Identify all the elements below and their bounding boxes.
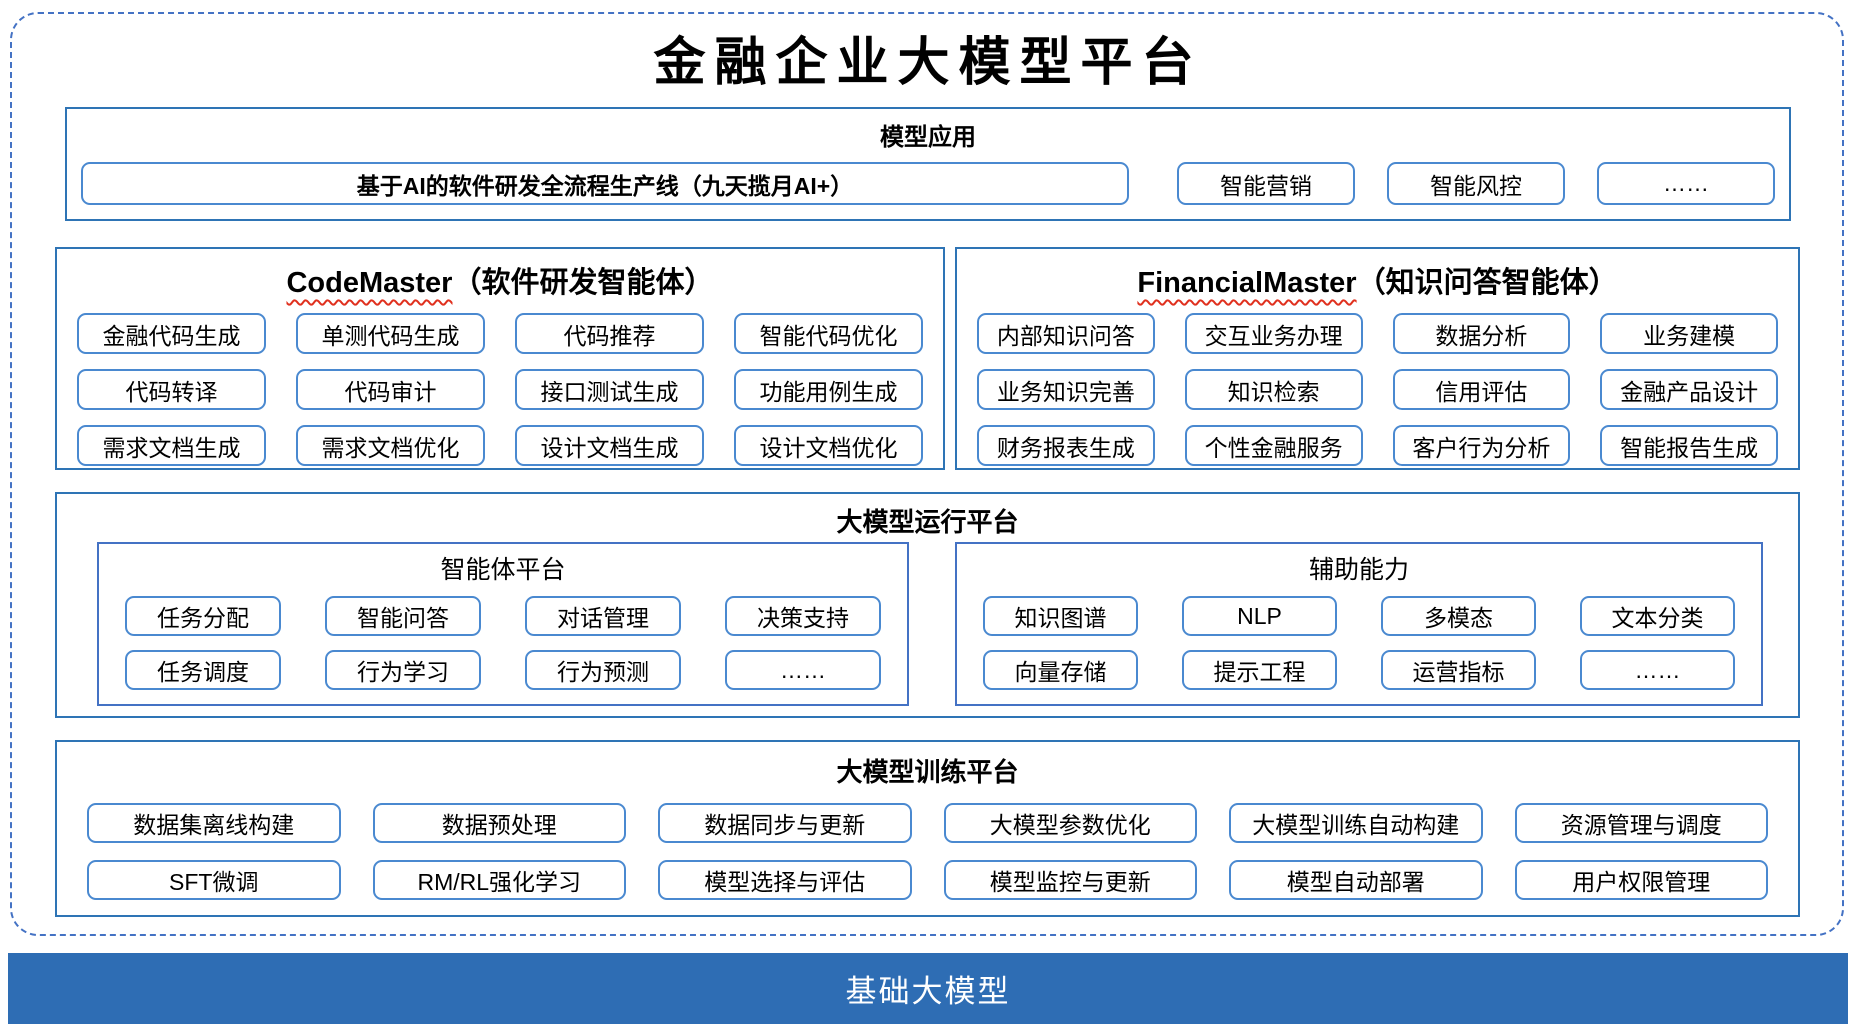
item-box: 客户行为分析 [1392,425,1571,466]
code-master-grid: 金融代码生成 单测代码生成 代码推荐 智能代码优化 代码转译 代码审计 接口测试… [57,301,943,466]
agent-platform-grid: 任务分配 智能问答 对话管理 决策支持 任务调度 行为学习 行为预测 …… [99,586,907,690]
foundation-model-bar: 基础大模型 [8,953,1848,1024]
subsection-title-agent-platform: 智能体平台 [440,556,566,584]
item-box: 数据集离线构建 [87,803,341,843]
item-box: 需求文档生成 [77,425,266,466]
item-box: 大模型训练自动构建 [1229,803,1483,843]
code-master-subtitle: （软件研发智能体） [452,267,714,299]
section-title-code-master: CodeMaster（软件研发智能体） [57,249,943,301]
item-box: 信用评估 [1392,369,1571,410]
financial-master-subtitle: （知识问答智能体） [1356,267,1618,299]
item-box: 多模态 [1381,596,1536,636]
item-box: 智能报告生成 [1600,425,1778,466]
section-model-applications: 模型应用 基于AI的软件研发全流程生产线（九天揽月AI+） 智能营销 智能风控 … [65,107,1791,221]
item-box: 设计文档生成 [515,425,704,466]
item-box: 金融产品设计 [1600,369,1778,410]
aux-ability-grid: 知识图谱 NLP 多模态 文本分类 向量存储 提示工程 运营指标 …… [957,586,1761,690]
foundation-model-label: 基础大模型 [845,974,1011,1009]
section-code-master: CodeMaster（软件研发智能体） 金融代码生成 单测代码生成 代码推荐 智… [55,247,945,470]
outer-dashed-frame [10,12,1844,936]
section-title-financial-master: FinancialMaster（知识问答智能体） [957,249,1798,301]
section-runtime-platform: 大模型运行平台 智能体平台 任务分配 智能问答 对话管理 决策支持 任务调度 行… [55,492,1800,718]
financial-master-grid: 内部知识问答 交互业务办理 数据分析 业务建模 业务知识完善 知识检索 信用评估… [957,301,1798,466]
code-master-name: CodeMaster [286,267,453,299]
item-box: 用户权限管理 [1514,860,1768,900]
item-box: 智能代码优化 [734,313,923,354]
item-box: 向量存储 [983,650,1138,690]
item-box: 提示工程 [1182,650,1337,690]
item-box: 行为学习 [325,650,481,690]
item-box: NLP [1182,596,1337,636]
item-box: 任务分配 [125,596,281,636]
item-box: 单测代码生成 [296,313,485,354]
page-title: 金融企业大模型平台 [653,32,1203,93]
subsection-aux-ability: 辅助能力 知识图谱 NLP 多模态 文本分类 向量存储 提示工程 运营指标 …… [955,542,1763,706]
item-box: 决策支持 [725,596,881,636]
item-box: 知识检索 [1184,369,1363,410]
item-box: 模型监控与更新 [943,860,1197,900]
item-box: 设计文档优化 [734,425,923,466]
item-box: SFT微调 [87,860,341,900]
item-box: 功能用例生成 [734,369,923,410]
item-box: 代码转译 [77,369,266,410]
item-box: 业务建模 [1600,313,1778,354]
item-box: 智能问答 [325,596,481,636]
item-box: 业务知识完善 [977,369,1155,410]
section-title-model-applications: 模型应用 [880,124,976,151]
section-title-training-platform: 大模型训练平台 [836,757,1019,787]
item-box: 任务调度 [125,650,281,690]
item-box: 大模型参数优化 [943,803,1197,843]
item-box-smart-risk-control: 智能风控 [1387,162,1565,205]
item-box-ellipsis: …… [1580,650,1735,690]
item-box: 金融代码生成 [77,313,266,354]
item-box: 知识图谱 [983,596,1138,636]
item-box: 财务报表生成 [977,425,1155,466]
model-applications-row: 基于AI的软件研发全流程生产线（九天揽月AI+） 智能营销 智能风控 …… [67,152,1789,205]
item-box: 数据分析 [1392,313,1571,354]
item-box-smart-marketing: 智能营销 [1177,162,1355,205]
item-box: 对话管理 [525,596,681,636]
item-box-ellipsis: …… [725,650,881,690]
training-grid: 数据集离线构建 数据预处理 数据同步与更新 大模型参数优化 大模型训练自动构建 … [57,789,1798,900]
section-title-runtime-platform: 大模型运行平台 [836,507,1019,537]
financial-master-name: FinancialMaster [1137,267,1357,299]
item-box: 内部知识问答 [977,313,1155,354]
item-box: 代码审计 [296,369,485,410]
section-training-platform: 大模型训练平台 数据集离线构建 数据预处理 数据同步与更新 大模型参数优化 大模… [55,740,1800,917]
item-box: 数据同步与更新 [658,803,912,843]
section-financial-master: FinancialMaster（知识问答智能体） 内部知识问答 交互业务办理 数… [955,247,1800,470]
item-box: 文本分类 [1580,596,1735,636]
item-box: 个性金融服务 [1184,425,1363,466]
item-box: 运营指标 [1381,650,1536,690]
item-box: 资源管理与调度 [1514,803,1768,843]
item-box: 模型选择与评估 [658,860,912,900]
item-box: 数据预处理 [372,803,626,843]
item-box-ellipsis: …… [1597,162,1775,205]
item-box: 需求文档优化 [296,425,485,466]
item-box: 交互业务办理 [1184,313,1363,354]
item-box: RM/RL强化学习 [372,860,626,900]
item-box: 接口测试生成 [515,369,704,410]
subsection-agent-platform: 智能体平台 任务分配 智能问答 对话管理 决策支持 任务调度 行为学习 行为预测… [97,542,909,706]
item-box: 行为预测 [525,650,681,690]
item-box: 模型自动部署 [1229,860,1483,900]
item-box-ai-pipeline: 基于AI的软件研发全流程生产线（九天揽月AI+） [81,162,1129,205]
subsection-title-aux-ability: 辅助能力 [1308,556,1409,584]
item-box: 代码推荐 [515,313,704,354]
